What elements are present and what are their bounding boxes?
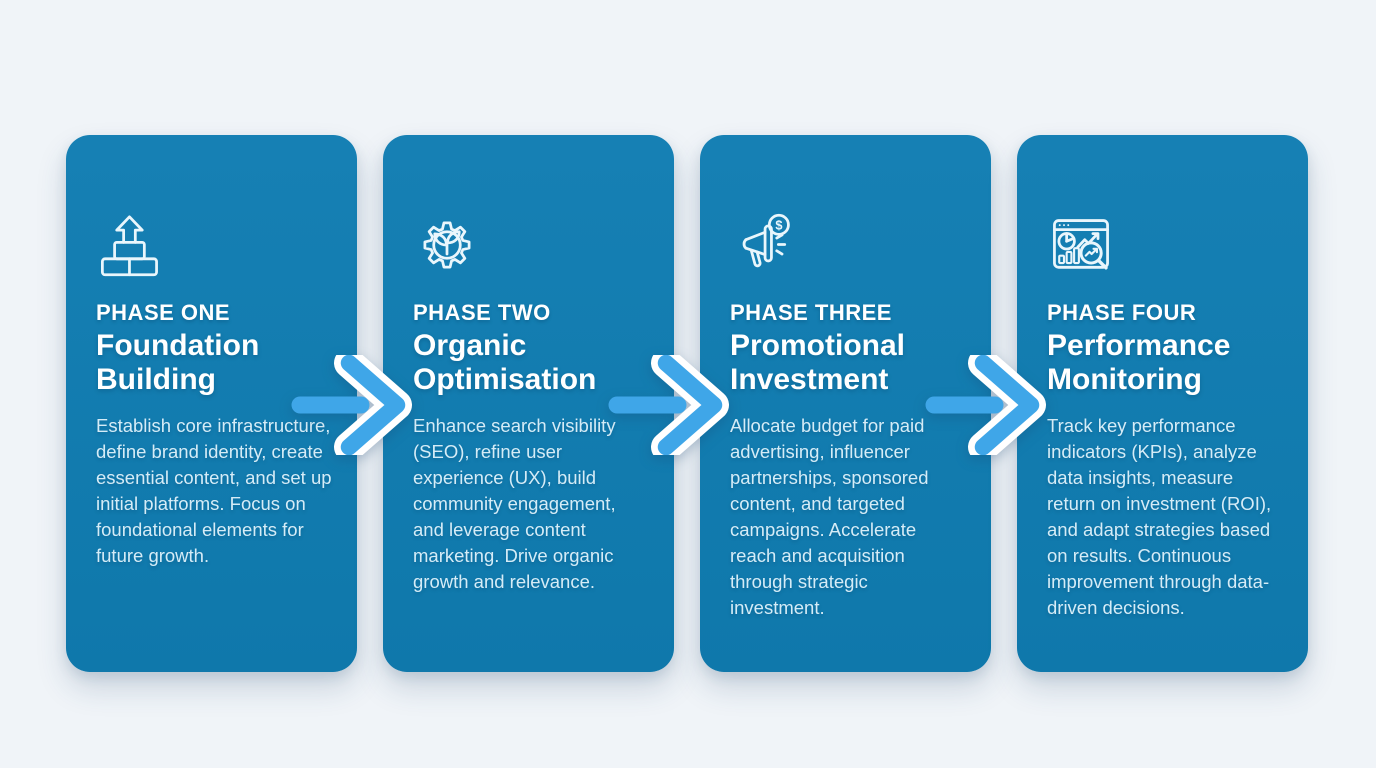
phase-card-two: PHASE TWO Organic Optimisation Enhance s… (383, 135, 674, 672)
phase-title: Promotional Investment (730, 329, 906, 396)
phase-card-four: PHASE FOUR Performance Monitoring Track … (1017, 135, 1308, 672)
gear-plant-icon (423, 221, 471, 269)
megaphone-dollar-icon: $ (742, 213, 790, 268)
phase-title: Performance Monitoring (1047, 329, 1231, 396)
phase-description: Enhance search visibility (SEO), refine … (413, 415, 616, 592)
phase-description: Allocate budget for paid advertising, in… (730, 415, 929, 618)
phase-title: Foundation Building (96, 329, 260, 396)
arrow-right-icon (925, 355, 1046, 455)
phase-label: PHASE TWO (413, 300, 551, 325)
phase-description: Establish core infrastructure, define br… (96, 415, 332, 566)
svg-text:$: $ (775, 217, 782, 232)
phase-label: PHASE FOUR (1047, 300, 1197, 325)
arrow-right-icon (608, 355, 729, 455)
analytics-dashboard-icon (1053, 219, 1109, 270)
phase-description: Track key performance indicators (KPIs),… (1047, 415, 1272, 618)
phase-title: Organic Optimisation (413, 329, 597, 396)
building-blocks-icon (100, 215, 158, 277)
phase-label: PHASE THREE (730, 300, 892, 325)
phase-label: PHASE ONE (96, 300, 231, 325)
arrow-right-icon (291, 355, 412, 455)
